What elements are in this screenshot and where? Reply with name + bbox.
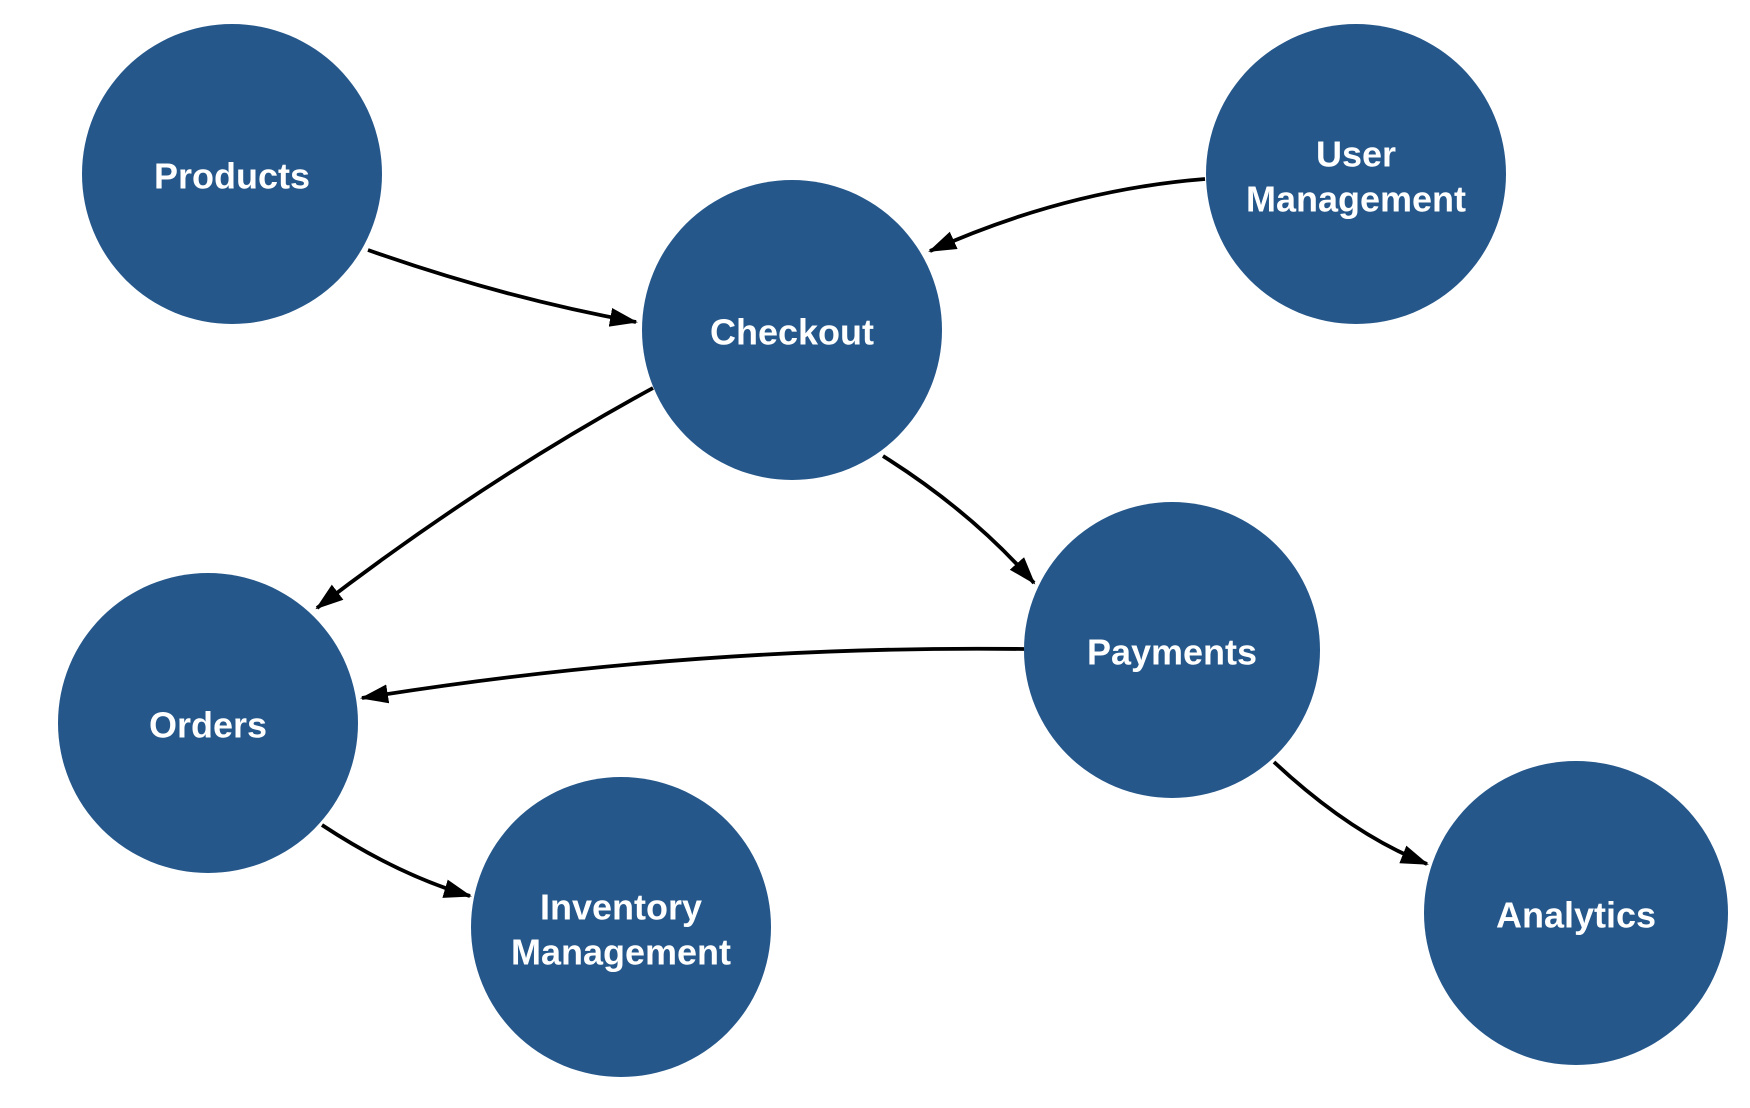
edge-payments-to-analytics [1272,760,1429,866]
node-inventory-management-circle [471,777,771,1077]
node-checkout-circle [642,180,942,480]
edge-user-management-to-checkout [928,177,1206,253]
edge-checkout-to-orders [315,386,654,610]
node-analytics-label: Analytics [1496,895,1656,936]
node-payments: Payments [1024,502,1320,798]
node-checkout: Checkout [642,180,942,480]
node-user-management-label-line2: Management [1246,179,1466,220]
edge-products-to-checkout [367,248,638,327]
node-products-circle [82,24,382,324]
node-analytics-circle [1424,761,1728,1065]
node-orders-circle [58,573,358,873]
edge-payments-to-orders [360,646,1025,704]
node-products-label: Products [154,156,310,197]
node-orders: Orders [58,573,358,873]
node-orders-label: Orders [149,705,267,746]
node-inventory-management: Inventory Management [471,777,771,1077]
node-payments-circle [1024,502,1320,798]
node-user-management: User Management [1206,24,1506,324]
edge-checkout-to-payments [881,454,1036,585]
node-user-management-circle [1206,24,1506,324]
node-payments-label: Payments [1087,632,1257,673]
node-products: Products [82,24,382,324]
edge-orders-to-inventory-management [320,823,472,898]
node-checkout-label: Checkout [710,312,874,353]
node-analytics: Analytics [1424,761,1728,1065]
node-inventory-management-label-line1: Inventory [540,887,702,928]
node-inventory-management-label-line2: Management [511,932,731,973]
node-user-management-label-line1: User [1316,134,1396,175]
